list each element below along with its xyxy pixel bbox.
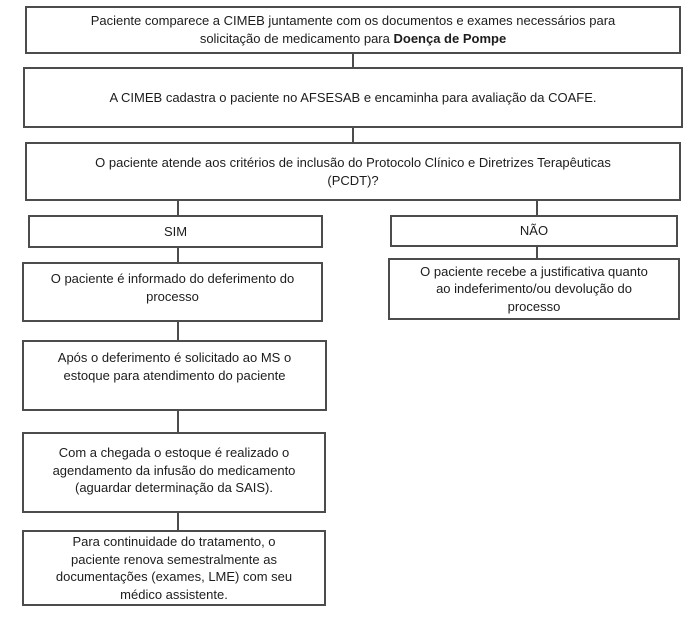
node-text-line: solicitação de medicamento para Doença d… [199,31,507,46]
node-text-line: agendamento da infusão do medicamento [52,462,296,478]
connector-no-justification [536,247,538,258]
node-text-line: processo [146,288,199,304]
flow-node-register: A CIMEB cadastra o paciente no AFSESAB e… [23,67,683,128]
yes-label: SIM [163,223,188,239]
connector-question-no [536,201,538,215]
connector-yes-deferment [177,248,179,262]
node-text-line: ao indeferimento/ou devolução do [436,281,632,297]
flow-node-intro: Paciente comparece a CIMEB juntamente co… [25,6,681,54]
no-label: NÃO [519,223,549,239]
node-text-line: O paciente é informado do deferimento do [50,271,295,286]
connector-stock-infusion [177,411,179,432]
node-text-line: (aguardar determinação da SAIS). [75,480,273,495]
flow-node-renewal: Para continuidade do tratamento, o pacie… [22,530,326,606]
node-text-line: documentações (exames, LME) com seu [55,569,293,584]
flow-node-no: NÃO [390,215,678,247]
node-text-line: processo [507,298,561,314]
connector-question-yes [177,201,179,215]
node-text-line: paciente renova semestralmente as [71,551,277,567]
node-text-line: Após o deferimento é solicitado ao MS o [57,350,292,365]
node-text-line: O paciente atende aos critérios de inclu… [95,154,611,170]
node-text-line: Paciente comparece a CIMEB juntamente co… [90,13,616,28]
node-text-line: O paciente recebe a justificativa quanto [420,263,648,279]
node-text-line: (PCDT)? [327,172,379,188]
connector-deferment-stock [177,322,179,340]
node-text-line: A CIMEB cadastra o paciente no AFSESAB e… [109,89,597,105]
bold-disease-name: Doença de Pompe [393,31,507,46]
connector-infusion-renewal [177,513,179,530]
connector-register-question [352,128,354,142]
flow-node-deferment: O paciente é informado do deferimento do… [22,262,323,322]
flow-node-yes: SIM [28,215,323,248]
node-text-line: Com a chegada o estoque é realizado o [58,445,290,460]
flow-node-question: O paciente atende aos critérios de inclu… [25,142,681,201]
node-text-line: médico assistente. [120,586,228,602]
flow-node-infusion-scheduling: Com a chegada o estoque é realizado o ag… [22,432,326,513]
flow-node-stock-request: Após o deferimento é solicitado ao MS o … [22,340,327,411]
connector-intro-register [352,54,354,67]
node-text-line: Para continuidade do tratamento, o [72,534,276,549]
node-text-line: estoque para atendimento do paciente [63,367,286,383]
flow-node-justification: O paciente recebe a justificativa quanto… [388,258,680,320]
